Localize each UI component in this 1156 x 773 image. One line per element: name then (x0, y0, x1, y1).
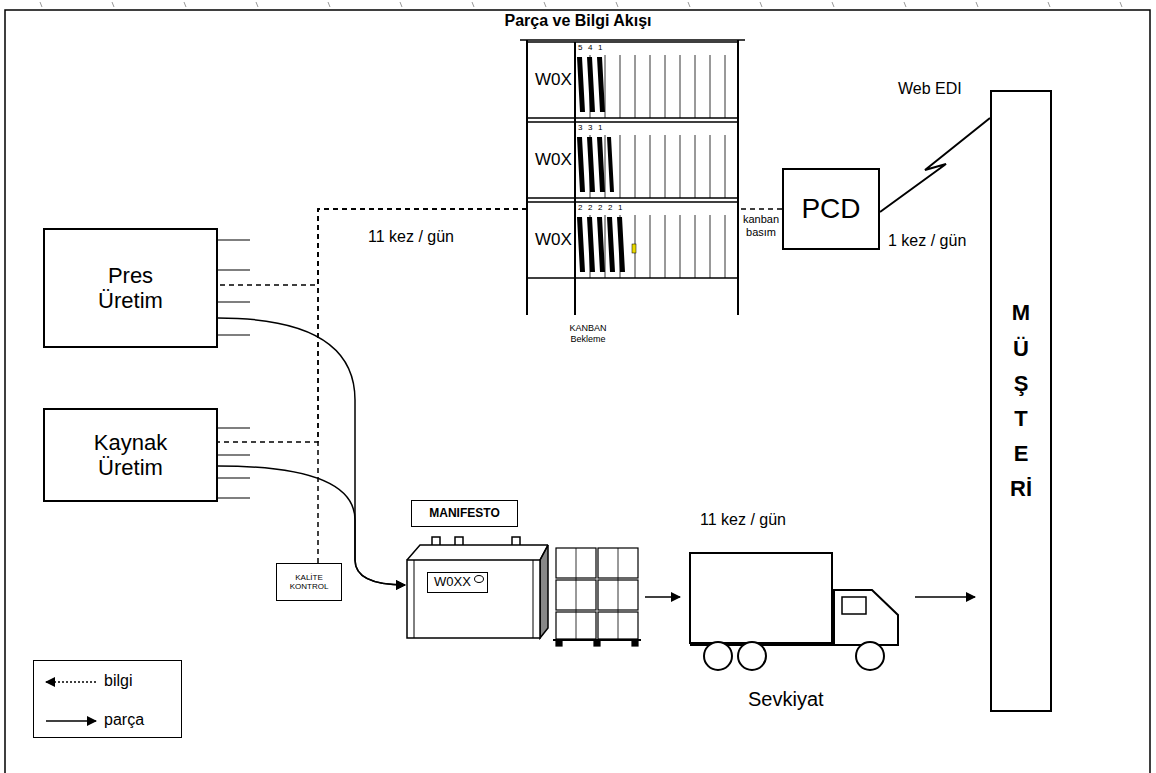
kanban-rack (527, 42, 738, 278)
flow-arrow (645, 596, 680, 598)
pallet (556, 641, 562, 646)
node-text: W0X (535, 70, 572, 90)
manifest-box: MANIFESTO (411, 500, 518, 527)
page-frame (40, 2, 1122, 7)
info-connector (218, 209, 527, 442)
container-box: W0XX (405, 540, 545, 640)
kanban-rack (590, 55, 725, 118)
output-ticks (218, 240, 250, 498)
legend-box: bilgi parça (33, 660, 182, 738)
container (407, 537, 548, 638)
legend-part-line (46, 720, 96, 722)
node-text: Pres Üretim (81, 263, 181, 314)
node-text: KANBAN Bekleme (557, 323, 619, 345)
truck (704, 642, 732, 670)
customer-box: MÜŞTERİ (990, 90, 1052, 712)
truck (690, 553, 832, 643)
kanban-rack (577, 217, 625, 272)
card-number: 3 (578, 123, 582, 132)
container (414, 560, 533, 638)
rack-slot: W0X (530, 220, 577, 260)
rack-slot: W0X (530, 140, 577, 180)
page-frame (5, 10, 1150, 773)
node-text: PCD (801, 193, 860, 225)
page-frame (5, 2, 1150, 773)
card-number: 2 (588, 203, 592, 212)
truck (690, 553, 898, 670)
node-text: W0X (535, 230, 572, 250)
edge-label: Web EDI (898, 80, 962, 98)
output-ticks (218, 240, 250, 335)
info-connector (738, 208, 782, 210)
diagram-title: Parça ve Bilgi Akışı (504, 12, 651, 30)
kanban-rack (520, 39, 745, 41)
edge-label: kanban basım (742, 213, 780, 238)
quality-box: KALİTE KONTROL (276, 563, 342, 601)
node-text: MÜŞTERİ (1010, 295, 1032, 506)
truck (856, 642, 884, 670)
legend-text: bilgi (104, 672, 132, 690)
card-number: 1 (598, 123, 602, 132)
pallet (576, 548, 618, 639)
node-text: Kaynak Üretim (81, 430, 181, 481)
frequency-label: 11 kez / gün (368, 228, 454, 246)
node-text: W0XX (427, 572, 488, 593)
pallet (553, 548, 641, 646)
card-number: 2 (608, 203, 612, 212)
pallet (632, 641, 638, 646)
flow-arrow (645, 596, 975, 598)
info-connector (218, 209, 527, 285)
card-number: 2 (578, 203, 582, 212)
legend-info-line (46, 681, 96, 683)
shipment-label: Sevkiyat (748, 688, 824, 711)
output-ticks (218, 428, 250, 498)
truck (842, 597, 866, 614)
card-number: 3 (588, 123, 592, 132)
kanban-rack (527, 40, 738, 315)
card-number: 1 (598, 43, 602, 52)
kanban-rack (577, 57, 605, 112)
pallet (594, 641, 600, 646)
rack-slot: W0X (530, 60, 577, 100)
card-number: 5 (578, 43, 582, 52)
container (407, 560, 540, 638)
frequency-label: 1 kez / gün (888, 232, 966, 250)
card-number: 1 (618, 203, 622, 212)
card-number: 2 (598, 203, 602, 212)
process-box: Pres Üretim (43, 228, 218, 348)
card-number: 4 (588, 43, 592, 52)
part-connector (880, 118, 990, 212)
node-text: KALİTE KONTROL (281, 573, 337, 591)
kanban-rack (520, 40, 745, 315)
frequency-label: 11 kez / gün (700, 511, 786, 529)
flow-arrow (915, 596, 975, 598)
container (432, 537, 520, 545)
kanban-rack (577, 137, 614, 192)
process-box: PCD (782, 168, 880, 250)
part-connector (218, 318, 405, 585)
process-box: Kaynak Üretim (43, 408, 218, 502)
node-text: W0X (535, 150, 572, 170)
kanban-rack: KANBAN Bekleme W0X W0X W0X (527, 40, 738, 345)
truck (738, 642, 766, 670)
legend-text: parça (104, 711, 144, 729)
node-text: MANIFESTO (429, 507, 499, 521)
truck (834, 590, 898, 645)
info-connector (318, 209, 527, 563)
container (407, 545, 548, 560)
kanban-rack (632, 244, 636, 253)
